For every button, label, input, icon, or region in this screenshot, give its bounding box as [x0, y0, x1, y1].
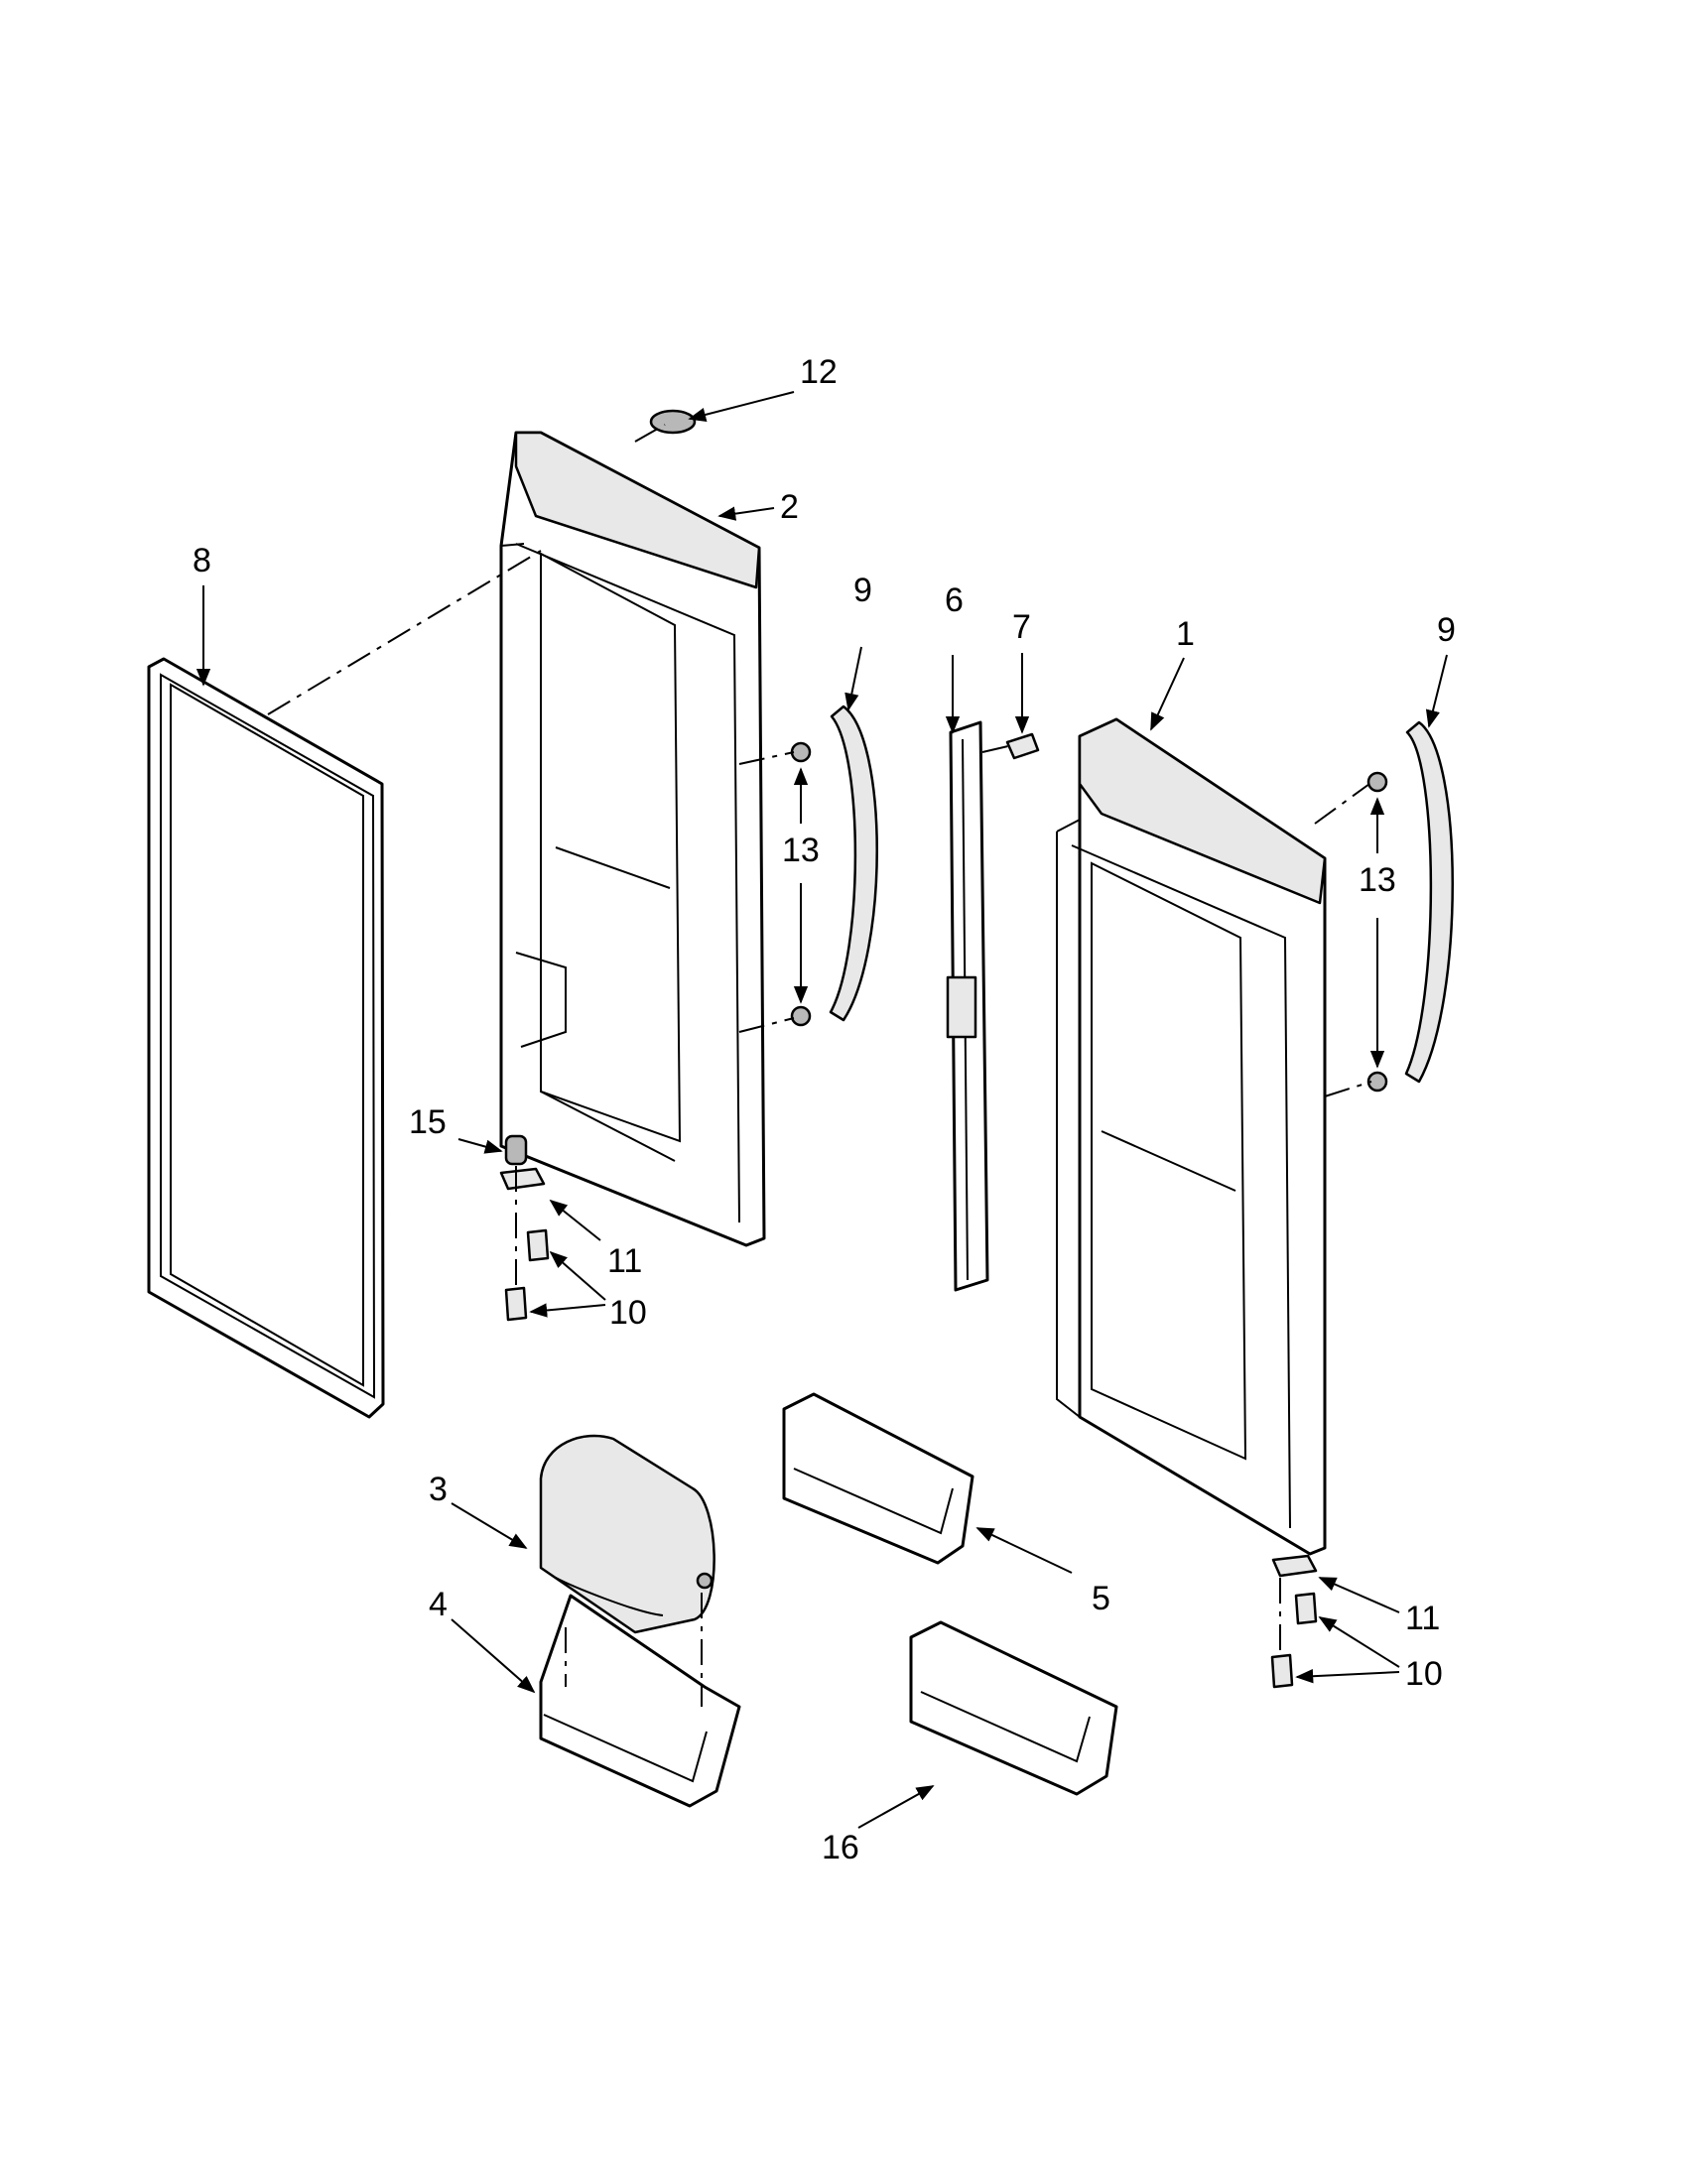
callout-10-right: 10 — [1405, 1655, 1443, 1693]
dairy-bin-part-4 — [539, 1594, 741, 1808]
assembly-lines — [267, 424, 1372, 1707]
callout-5: 5 — [1092, 1580, 1110, 1617]
screw-part-7 — [1005, 732, 1040, 760]
callout-11-left: 11 — [607, 1242, 642, 1280]
door-handle-right-part-9 — [1404, 720, 1454, 1084]
callout-8: 8 — [193, 542, 211, 579]
callout-9-left: 9 — [853, 572, 872, 609]
flip-mullion-part-6 — [946, 720, 989, 1292]
callout-3: 3 — [429, 1471, 448, 1508]
right-door-part-1 — [1056, 717, 1327, 1556]
hinge-cap-part-12 — [649, 409, 697, 435]
hinge-hardware-right — [1270, 1554, 1318, 1689]
callout-11-right: 11 — [1405, 1600, 1440, 1637]
callout-1: 1 — [1176, 615, 1195, 653]
callout-13-right: 13 — [1359, 861, 1396, 899]
door-bin-part-5 — [782, 1392, 974, 1565]
callout-10-left: 10 — [609, 1294, 647, 1332]
callout-2: 2 — [780, 488, 799, 526]
callout-4: 4 — [429, 1586, 448, 1623]
hinge-hardware-left — [499, 1134, 550, 1322]
callout-labels: 12 2 8 9 6 7 1 9 13 13 15 11 10 3 4 5 11… — [193, 353, 1456, 1866]
door-gasket-part-8 — [147, 657, 385, 1419]
handle-stud-parts-13 — [790, 741, 1388, 1092]
callout-6: 6 — [945, 581, 964, 619]
callout-9-right: 9 — [1437, 611, 1456, 649]
leader-lines — [195, 391, 1448, 1829]
callout-16: 16 — [822, 1829, 859, 1866]
callout-13-left: 13 — [782, 832, 820, 869]
left-door-part-2 — [499, 431, 766, 1247]
door-bin-part-16 — [909, 1620, 1118, 1796]
door-handle-left-part-9 — [829, 705, 878, 1022]
callout-7: 7 — [1012, 608, 1031, 646]
callout-12: 12 — [800, 353, 838, 391]
callout-15: 15 — [409, 1103, 447, 1141]
